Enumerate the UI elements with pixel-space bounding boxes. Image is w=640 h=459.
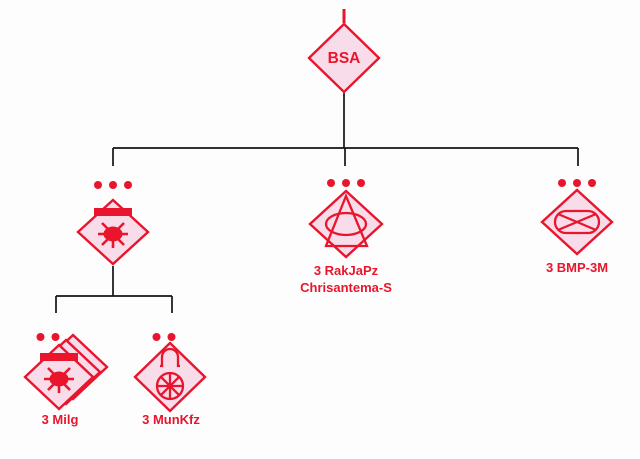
echelon-dot (588, 179, 596, 187)
echelon-dot (36, 333, 45, 341)
echelon-dots (327, 179, 365, 187)
diamond-frame (307, 22, 381, 94)
echelon-dot (327, 179, 335, 187)
echelon-dots (152, 333, 176, 341)
hierarchy-connectors (55, 93, 579, 313)
unit-munkfz[interactable]: 3 MunKfz (133, 333, 207, 427)
unit-label: 3 Milg (42, 412, 79, 427)
echelon-dot (167, 333, 176, 341)
echelon-dot (558, 179, 566, 187)
unit-label-line2: Chrisantema-S (300, 280, 392, 295)
infantry-cross-icon (557, 212, 597, 232)
unit-label-line1: 3 RakJaPz (314, 263, 379, 278)
unit-rakjapz[interactable]: 3 RakJaPz Chrisantema-S (300, 179, 392, 295)
unit-label: BSA (328, 50, 361, 67)
echelon-dot (94, 181, 102, 189)
dome-icon (160, 347, 180, 368)
unit-label: 3 BMP-3M (546, 260, 608, 275)
unit-label: 3 MunKfz (142, 412, 200, 427)
missile-triangle-icon (324, 192, 369, 248)
echelon-dots (558, 179, 596, 187)
echelon-dots (94, 181, 132, 189)
unit-mine-company[interactable] (76, 181, 150, 266)
echelon-dot (357, 179, 365, 187)
echelon-dot (342, 179, 350, 187)
echelon-dot (573, 179, 581, 187)
armor-ellipse-icon (324, 211, 368, 237)
echelon-dot (109, 181, 117, 189)
echelon-dot (152, 333, 161, 341)
echelon-dot (124, 181, 132, 189)
armor-stadium-icon (553, 209, 601, 235)
unit-bsa[interactable]: BSA (307, 9, 381, 94)
unit-bmp[interactable]: 3 BMP-3M (540, 179, 614, 275)
unit-milg[interactable]: 3 Milg (23, 333, 109, 427)
wheel-spokes-icon (157, 373, 183, 399)
echelon-dot (51, 333, 60, 341)
echelon-dots (36, 333, 60, 341)
